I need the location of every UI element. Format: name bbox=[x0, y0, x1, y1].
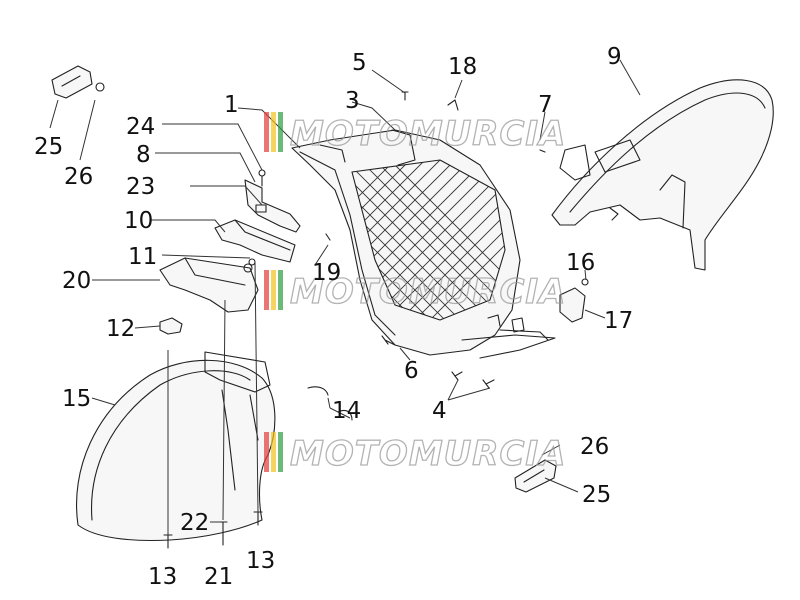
clip-part-12 bbox=[159, 317, 183, 335]
callout-13: 13 bbox=[246, 548, 275, 574]
callout-8: 8 bbox=[136, 142, 151, 168]
inner-shield-part bbox=[291, 129, 556, 359]
clip-part-16-17 bbox=[559, 278, 589, 323]
callout-5: 5 bbox=[352, 50, 367, 76]
clip-part-25-26-bottom bbox=[514, 459, 557, 493]
watermark-middle: MOTOMURCIA bbox=[264, 270, 566, 313]
callout-25: 25 bbox=[582, 482, 611, 508]
watermark-bottom: MOTOMURCIA bbox=[264, 432, 566, 475]
leader-lines bbox=[49, 59, 641, 535]
callout-19: 19 bbox=[312, 260, 341, 286]
callout-13: 13 bbox=[148, 564, 177, 590]
callout-11: 11 bbox=[128, 244, 157, 270]
bracket-part-10 bbox=[214, 219, 296, 263]
watermark-stripe-red bbox=[264, 112, 269, 152]
callout-12: 12 bbox=[106, 316, 135, 342]
callout-labels: 1 3 5 18 7 9 25 26 24 8 23 10 11 19 20 1… bbox=[34, 44, 633, 590]
callout-9: 9 bbox=[607, 44, 622, 70]
callout-1: 1 bbox=[224, 92, 239, 118]
callout-21: 21 bbox=[204, 564, 233, 590]
callout-20: 20 bbox=[62, 268, 91, 294]
bracket-part-20 bbox=[159, 257, 259, 313]
callout-15: 15 bbox=[62, 386, 91, 412]
watermark-text: MOTOMURCIA bbox=[290, 434, 566, 474]
callout-14: 14 bbox=[332, 398, 361, 424]
watermark-stripe-yellow bbox=[271, 112, 276, 152]
callout-6: 6 bbox=[404, 358, 419, 384]
callout-3: 3 bbox=[345, 88, 360, 114]
watermark-text: MOTOMURCIA bbox=[290, 114, 566, 154]
rear-mudguard-part bbox=[551, 79, 774, 271]
callout-16: 16 bbox=[566, 250, 595, 276]
clip-part-25-26-top bbox=[51, 65, 105, 99]
callout-10: 10 bbox=[124, 208, 153, 234]
callout-23: 23 bbox=[126, 174, 155, 200]
callout-17: 17 bbox=[604, 308, 633, 334]
callout-7: 7 bbox=[538, 92, 553, 118]
front-mudguard-part bbox=[76, 351, 276, 542]
callout-25: 25 bbox=[34, 134, 63, 160]
screws bbox=[163, 91, 546, 549]
callout-22: 22 bbox=[180, 510, 209, 536]
watermark-top: MOTOMURCIA bbox=[264, 112, 566, 155]
callout-26: 26 bbox=[64, 164, 93, 190]
callout-18: 18 bbox=[448, 54, 477, 80]
watermark-stripe-green bbox=[278, 112, 283, 152]
callout-26: 26 bbox=[580, 434, 609, 460]
watermark-text: MOTOMURCIA bbox=[290, 272, 566, 312]
callout-24: 24 bbox=[126, 114, 155, 140]
clip-part-14 bbox=[307, 386, 353, 421]
callout-4: 4 bbox=[432, 398, 447, 424]
